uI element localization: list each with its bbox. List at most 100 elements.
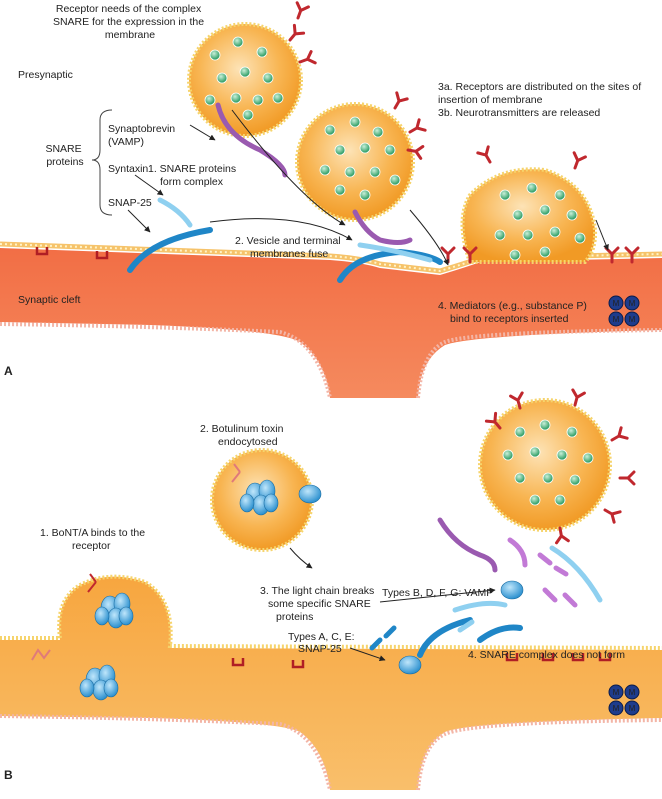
membrane-receptor-icon <box>231 658 245 667</box>
neurotransmitter <box>384 144 396 156</box>
mediator-icon <box>608 700 624 716</box>
receptor-icon <box>288 23 306 42</box>
membrane-receptor-icon <box>291 660 305 669</box>
mediator-icon <box>608 684 624 700</box>
snare-proteins-label: SNARE proteins <box>45 143 84 168</box>
receptor-icon <box>509 391 524 410</box>
membrane-b-bottom <box>0 714 662 791</box>
arrow-synaptobrevin <box>189 124 216 141</box>
neurotransmitter <box>582 452 594 464</box>
mediator-icon <box>608 311 624 327</box>
panel-b-letter: B <box>4 768 13 782</box>
light-chain-icon <box>298 484 322 504</box>
complex-purple <box>352 209 413 245</box>
toxin-receptor-icon <box>87 573 97 593</box>
neurotransmitter <box>512 209 524 221</box>
receptor-icon <box>393 91 409 110</box>
mediator-marker: M <box>613 688 620 697</box>
arrow-types-ace <box>349 647 386 662</box>
receptor-icon <box>484 411 502 430</box>
neurotransmitter <box>344 166 356 178</box>
arrow-step3 <box>409 209 449 266</box>
receptors-b <box>231 388 636 669</box>
neurotransmitter <box>239 66 251 78</box>
neurotransmitter <box>319 164 331 176</box>
neurotransmitter <box>252 94 264 106</box>
mediator-marker: M <box>613 299 620 308</box>
receptor-needs-label: Receptor needs of the complex SNARE for … <box>53 3 207 41</box>
neurotransmitter <box>566 209 578 221</box>
botulinum-toxin-icon <box>79 664 119 701</box>
vesicle-b-large <box>478 398 612 532</box>
receptor-icon <box>610 426 629 442</box>
botulinum-toxin-icon <box>94 592 134 629</box>
snare-proteins-a <box>127 102 443 283</box>
membrane-receptor-icon <box>505 653 519 662</box>
neurotransmitters-a <box>204 36 586 261</box>
synaptic-cleft-b <box>0 576 662 790</box>
arrow-types-bdfg <box>379 587 496 603</box>
neurotransmitter <box>549 226 561 238</box>
receptor-icon <box>295 1 310 20</box>
step4-label-a: 4. Mediators (e.g., substance P) bind to… <box>438 300 590 325</box>
neurotransmitter <box>514 472 526 484</box>
step2-label-a: 2. Vesicle and terminal membranes fuse <box>235 235 344 260</box>
neurotransmitter <box>359 142 371 154</box>
neurotransmitter <box>272 92 284 104</box>
syntaxin-label: Syntaxin <box>108 163 148 175</box>
neurotransmitter <box>372 126 384 138</box>
botulinum-toxin-icon <box>239 479 279 516</box>
arrow-snap25 <box>127 209 151 233</box>
neurotransmitter <box>554 189 566 201</box>
neurotransmitter <box>389 174 401 186</box>
syntaxin-strand <box>157 197 193 228</box>
mediator-marker: M <box>629 688 636 697</box>
toxin-receptor-icon <box>231 463 241 483</box>
step4-label-b: 4. SNARE complex does not form <box>468 649 625 661</box>
broken-snare-proteins <box>369 517 603 658</box>
neurotransmitter <box>509 249 521 261</box>
mediator-icon <box>608 295 624 311</box>
neurotransmitter <box>539 419 551 431</box>
mediator-icon <box>624 684 640 700</box>
neurotransmitter <box>334 144 346 156</box>
neurotransmitter <box>556 449 568 461</box>
receptor-icon <box>476 145 492 164</box>
synaptobrevin-strand <box>215 102 288 178</box>
snap25-strand <box>127 227 213 273</box>
receptor-icon <box>555 526 570 545</box>
neurotransmitter <box>542 472 554 484</box>
neurotransmitter <box>574 232 586 244</box>
receptor-icon <box>618 470 636 486</box>
neurotransmitter <box>502 449 514 461</box>
snap25-label: SNAP-25 <box>108 197 152 209</box>
neurotransmitter <box>359 189 371 201</box>
neurotransmitter <box>529 494 541 506</box>
mediator-marker: M <box>613 704 620 713</box>
neurotransmitter <box>324 124 336 136</box>
membrane-receptor-icon <box>95 251 109 260</box>
receptor-icon <box>408 118 427 134</box>
receptor-icon <box>406 145 425 160</box>
neurotransmitter <box>514 426 526 438</box>
membrane-receptor-icon <box>35 247 49 256</box>
mediator-icon <box>624 311 640 327</box>
receptor-icon <box>571 388 586 407</box>
neurotransmitter <box>216 72 228 84</box>
neurotransmitter <box>242 109 254 121</box>
synaptic-cleft-a <box>0 248 662 398</box>
step2-label-b: 2. Botulinum toxin endocytosed <box>200 423 286 448</box>
step1-label-b: 1. BoNT/A binds to the receptor <box>40 527 148 552</box>
neurotransmitter <box>349 116 361 128</box>
mediator-marker: M <box>629 315 636 324</box>
membrane-a-bottom <box>0 322 662 399</box>
receptor-icon <box>572 151 587 170</box>
synaptobrevin-label: Synaptobrevin (VAMP) <box>108 123 178 148</box>
neurotransmitter <box>256 46 268 58</box>
neurotransmitter <box>369 166 381 178</box>
membrane-receptor-icon <box>541 653 555 662</box>
snare-bracket <box>91 109 113 216</box>
